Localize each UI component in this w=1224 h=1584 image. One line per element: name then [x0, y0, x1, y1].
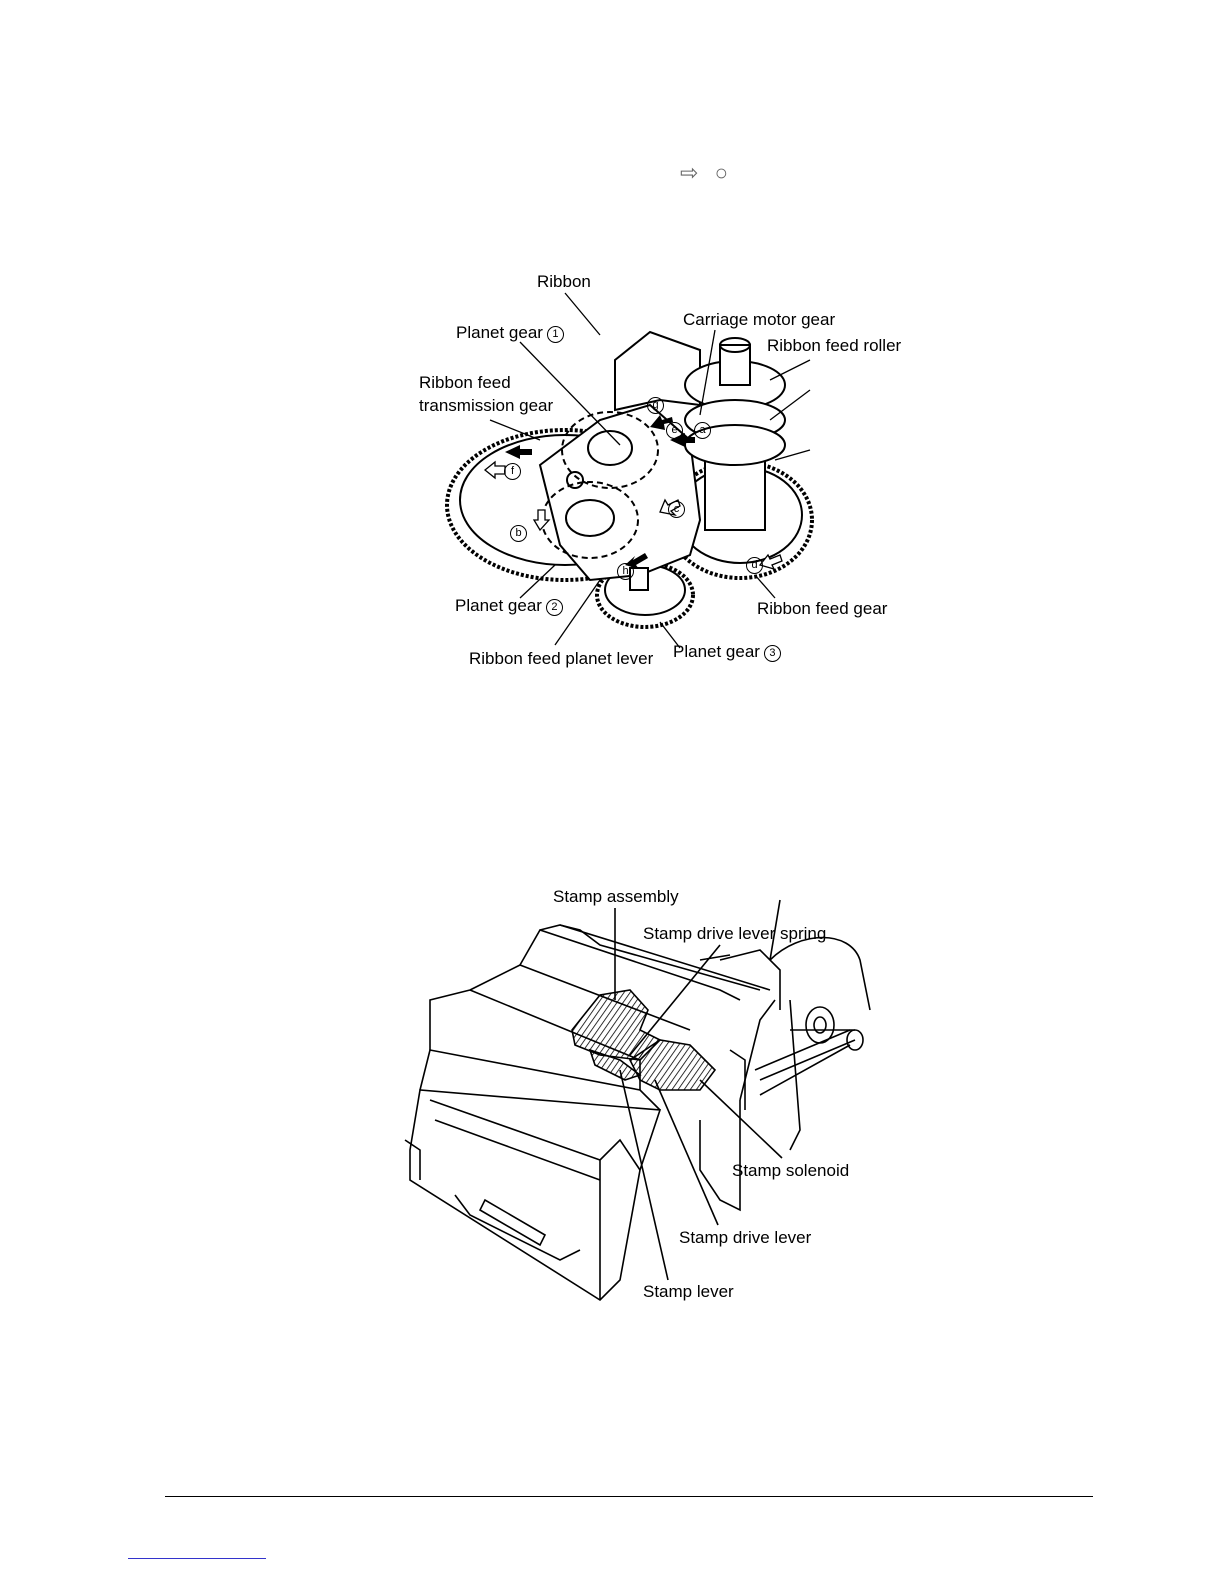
stamp-pulley	[806, 1007, 834, 1043]
label-stamp-solenoid: Stamp solenoid	[732, 1162, 849, 1179]
label-stamp-lever: Stamp lever	[643, 1283, 734, 1300]
label-stamp-drive-lever-spring: Stamp drive lever spring	[643, 925, 826, 942]
printer-frame	[410, 1090, 660, 1300]
footer-rule	[165, 1496, 1093, 1497]
footer-link-underline	[128, 1558, 266, 1559]
label-stamp-assembly: Stamp assembly	[553, 888, 679, 905]
label-stamp-drive-lever: Stamp drive lever	[679, 1229, 811, 1246]
